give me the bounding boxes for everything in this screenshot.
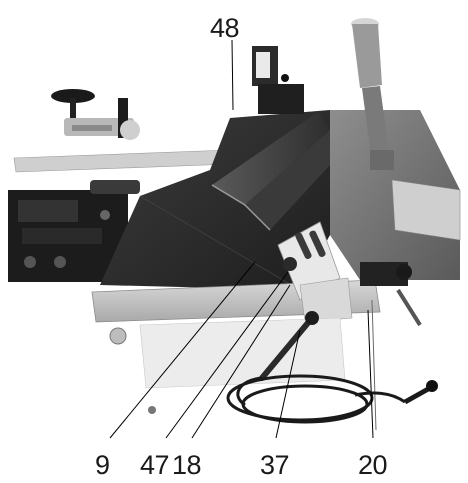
hold-down-clamp [51,89,140,140]
fence-bar [13,149,233,173]
callout-47: 47 [140,450,170,480]
leader-lines [109,39,374,439]
dust-extraction-arm [351,18,394,170]
callout-48: 48 [210,13,240,43]
cutter-guard [211,112,330,231]
depth-adjust-bracket [277,221,353,323]
callout-20: 20 [358,450,388,480]
crank-handle [259,311,319,381]
callout-37: 37 [260,450,290,480]
callout-18: 18 [172,450,202,480]
left-drive-assembly [8,180,140,282]
callout-9: 9 [95,450,110,480]
right-end-hardware [360,262,422,431]
upper-fence-post [252,46,304,114]
power-cable [226,374,438,424]
